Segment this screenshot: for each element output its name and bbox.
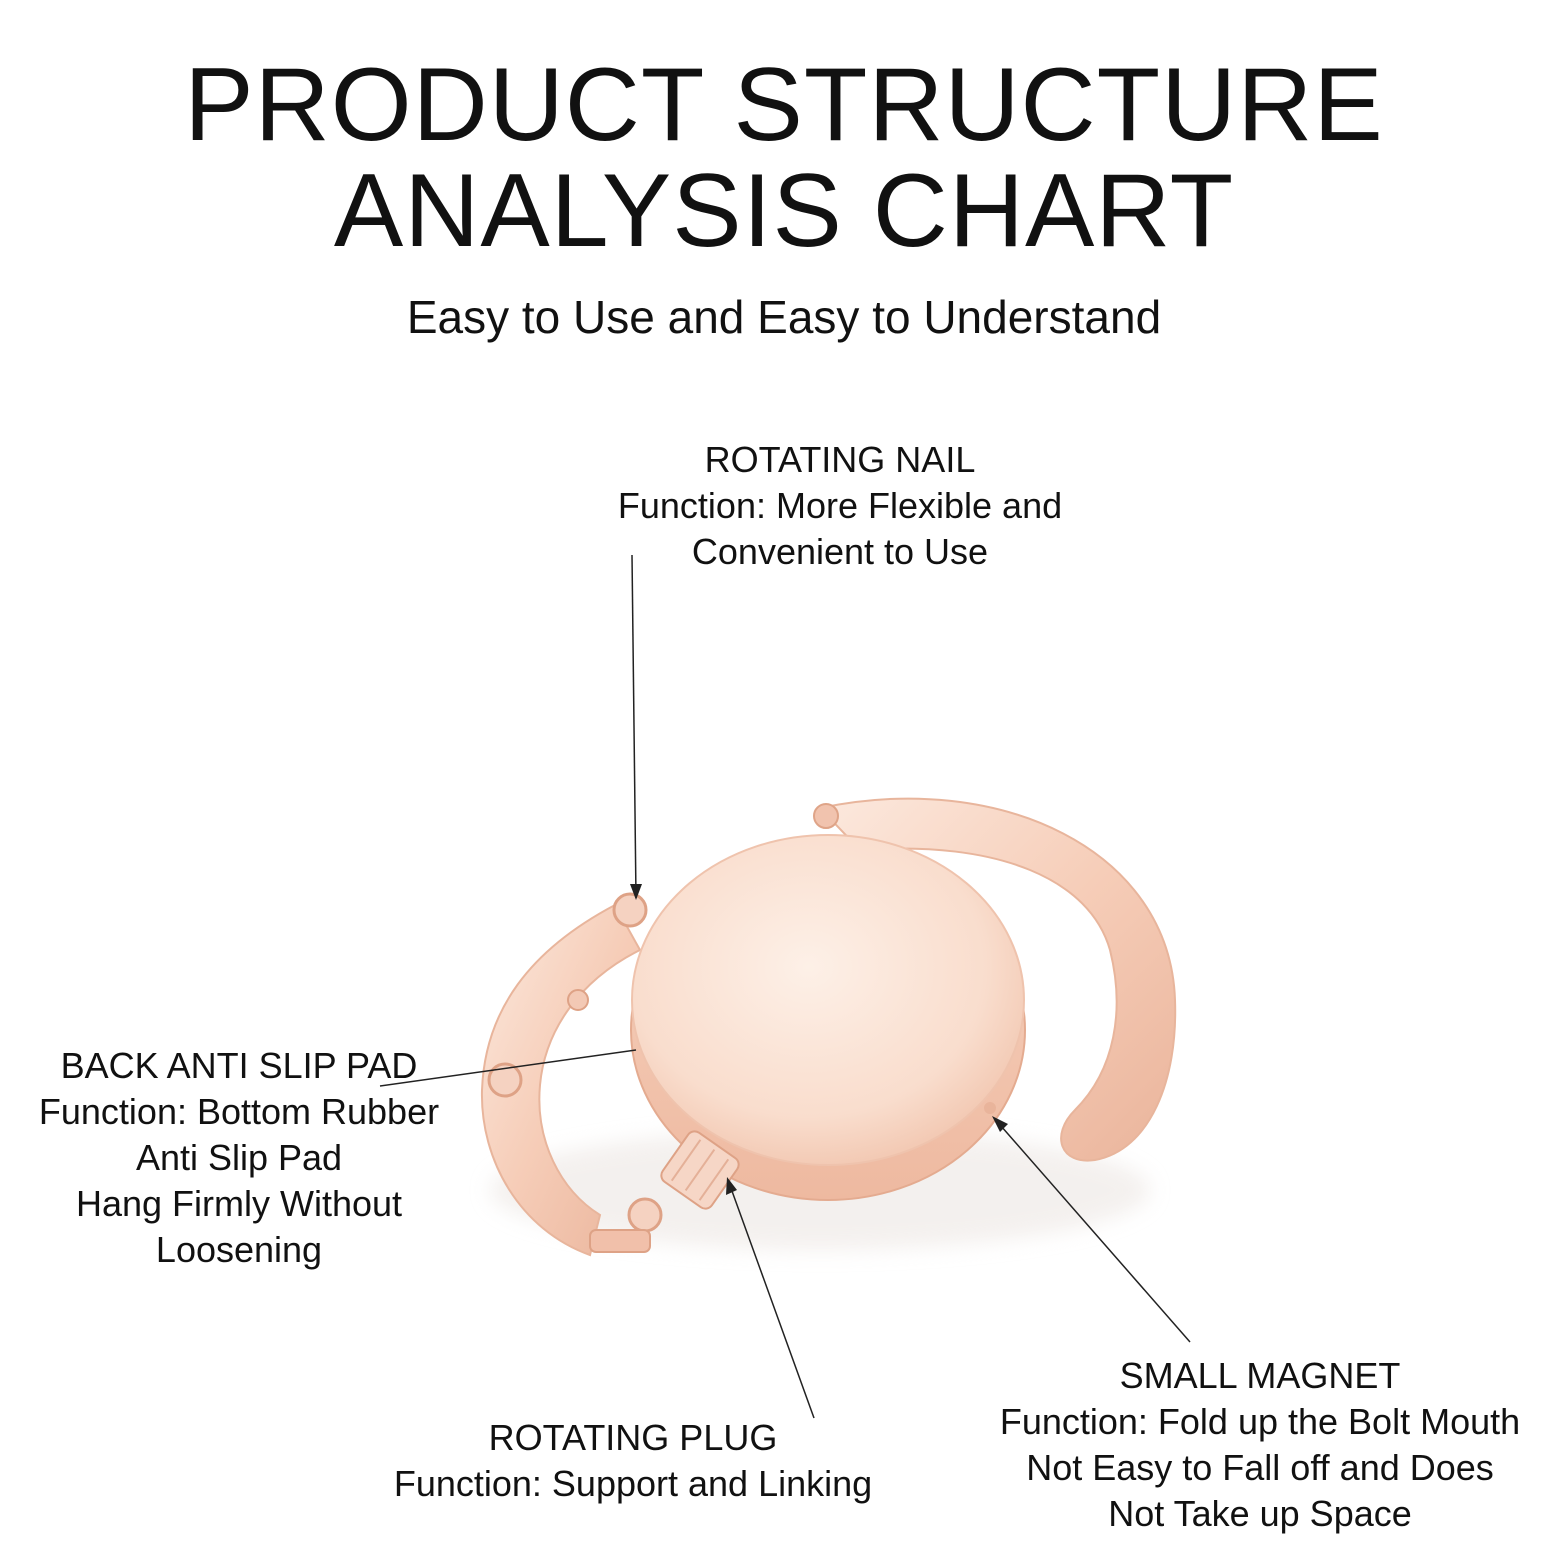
callout-rotating-plug: ROTATING PLUG Function: Support and Link… [340, 1415, 926, 1507]
callout-rotating-nail-name: ROTATING NAIL [704, 439, 976, 480]
arrowhead-nail [630, 884, 642, 900]
rotating-plug [660, 1130, 740, 1210]
callout-rotating-nail-line-2: Convenient to Use [691, 531, 989, 572]
callout-rotating-plug-line-1: Function: Support and Linking [393, 1463, 873, 1504]
arrowhead-magnet [992, 1116, 1008, 1132]
ring-rivet-1 [567, 989, 589, 1011]
callout-rotating-nail-line-1: Function: More Flexible and [617, 485, 1063, 526]
title-line-2: ANALYSIS CHART [333, 153, 1235, 269]
callout-back-pad-line-3: Hang Firmly Without [75, 1183, 403, 1224]
page-subtitle: Easy to Use and Easy to Understand [406, 291, 1162, 343]
callout-back-anti-slip-pad: BACK ANTI SLIP PAD Function: Bottom Rubb… [0, 1043, 478, 1273]
ring-rivet-2 [487, 1062, 523, 1098]
leader-line-nail [631, 554, 637, 899]
callout-small-magnet-line-1: Function: Fold up the Bolt Mouth [999, 1401, 1521, 1442]
callout-back-pad-line-1: Function: Bottom Rubber [38, 1091, 440, 1132]
right-hook-arm [818, 797, 1177, 1162]
callout-small-magnet-line-3: Not Take up Space [1108, 1493, 1412, 1534]
leader-line-pad [379, 1049, 637, 1087]
rotating-nail-rivet [612, 892, 648, 928]
title-line-1: PRODUCT STRUCTURE [184, 47, 1384, 163]
leader-line-magnet [993, 1117, 1191, 1343]
callout-back-pad-line-2: Anti Slip Pad [135, 1137, 343, 1178]
callout-small-magnet-line-2: Not Easy to Fall off and Does [1026, 1447, 1494, 1488]
arm-rivet-top [813, 803, 839, 829]
callout-small-magnet: SMALL MAGNET Function: Fold up the Bolt … [960, 1353, 1560, 1537]
callout-rotating-nail: ROTATING NAIL Function: More Flexible an… [540, 437, 1140, 575]
ring-clasp [589, 1229, 651, 1253]
callout-back-pad-line-4: Loosening [155, 1229, 323, 1270]
leader-line-plug [727, 1179, 815, 1419]
left-ring-segments [480, 903, 642, 1257]
callout-back-pad-name: BACK ANTI SLIP PAD [60, 1045, 418, 1086]
callout-small-magnet-name: SMALL MAGNET [1119, 1355, 1401, 1396]
disc-face [631, 834, 1025, 1166]
page-title: PRODUCT STRUCTURE ANALYSIS CHART [0, 52, 1568, 264]
small-magnet-dot [984, 1102, 996, 1114]
callout-rotating-plug-name: ROTATING PLUG [488, 1417, 778, 1458]
arrowhead-plug [726, 1177, 737, 1195]
ring-rivet-3 [627, 1197, 663, 1233]
